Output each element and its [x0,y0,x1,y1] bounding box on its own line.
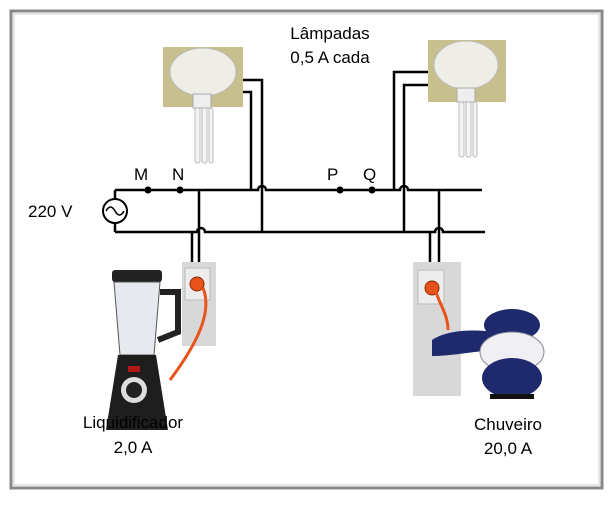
lamp1-wire-top [243,90,253,190]
point-n [176,186,184,194]
source-voltage-label: 220 V [28,202,73,221]
shower-cord [434,291,450,331]
shower-icon [432,309,545,399]
shower-current: 20,0 A [484,439,533,458]
point-p [336,186,344,194]
lamp-2-icon [428,40,506,158]
lamp1-wire-bottom [243,78,264,232]
blender-current: 2,0 A [114,438,153,457]
outlet-2-icon [413,262,461,396]
shower-name: Chuveiro [474,415,542,434]
blender-icon [106,270,181,430]
blender-name: Liquidificador [83,413,184,432]
point-q-label: Q [363,165,376,184]
lamps-current: 0,5 A cada [290,48,370,67]
lamp-1-icon [163,47,243,164]
lamp2-wire-bottom [402,83,428,232]
ac-source-icon [102,198,128,224]
lamps-title: Lâmpadas [290,24,369,43]
point-p-label: P [327,165,338,184]
point-m-label: M [134,165,148,184]
lamp2-wire-top [392,70,428,190]
blender-cord [168,287,208,381]
point-q [368,186,376,194]
point-m [144,186,152,194]
top-rail-wire [115,184,482,192]
point-n-label: N [172,165,184,184]
